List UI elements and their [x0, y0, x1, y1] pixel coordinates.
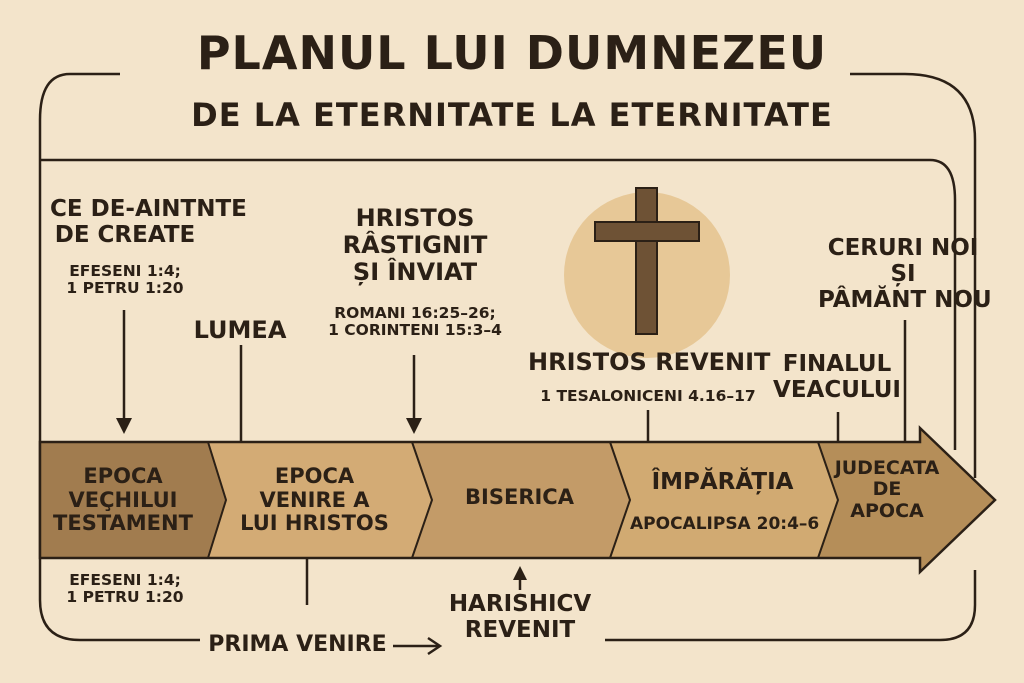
- segment-shape-5: [818, 428, 995, 572]
- segment-4-sub: APOCALIPSA 20:4–6: [630, 514, 820, 534]
- segment-2-label: EPOCA VENIRE A LUI HRISTOS: [240, 464, 389, 536]
- page-title: PLANUL LUI DUMNEZEU: [196, 26, 828, 80]
- segment-shape-3: [412, 442, 630, 558]
- segment-1-label: EPOCA VEÇHILUI TESTAMENT: [53, 464, 193, 536]
- arrowhead-crucified: [406, 418, 422, 434]
- second-coming-label: HARISHICV REVENIT: [448, 591, 592, 643]
- event-returned-label: HRISTOS REVENIT: [528, 348, 771, 376]
- bottom-refs: EFESENI 1:4; 1 PETRU 1:20: [66, 571, 184, 607]
- event-returned-refs: 1 TESALONICENI 4.16–17: [540, 387, 756, 405]
- event-end-of-age-label: FINALUL VEACULUI: [773, 351, 901, 403]
- event-crucified-refs: ROMANI 16:25–26; 1 CORINTENI 15:3–4: [328, 304, 502, 340]
- chevron-sep-2: [411, 441, 434, 559]
- segment-4-label: ÎMPĂRĂȚIA: [651, 469, 794, 495]
- outer-frame-right: [850, 72, 977, 478]
- segment-shape-4: [610, 442, 838, 558]
- outer-frame: [38, 72, 200, 642]
- chevron-sep-1: [207, 441, 228, 559]
- page-subtitle: DE LA ETERNITATE LA ETERNITATE: [191, 96, 833, 134]
- arrowhead-before-creation: [116, 418, 132, 434]
- event-world-label: LUMEA: [193, 316, 287, 344]
- segment-shape-1: [40, 442, 226, 558]
- outer-frame-bottom-right: [605, 570, 977, 642]
- band-outline: [38, 425, 997, 575]
- segment-3-label: BISERICA: [465, 485, 574, 509]
- chevron-sep-4: [817, 441, 840, 559]
- event-before-creation-label: CE DE-AINTNTE DE CREATE: [50, 196, 247, 248]
- segment-shape-2: [208, 442, 432, 558]
- event-crucified-label: HRISTOS RÂSTIGNIT ȘI ÎNVIAT: [342, 204, 488, 286]
- segment-5-label: JUDECATA DE APOCA: [834, 457, 940, 522]
- first-coming-arrowhead: [427, 636, 443, 656]
- event-new-heavens-label: CERURI NOI ȘI PÂMĂNT NOU: [818, 235, 992, 313]
- inner-top-line: [40, 158, 957, 450]
- arrowhead-second: [513, 566, 527, 580]
- chevron-sep-3: [609, 441, 632, 559]
- first-coming-label: PRIMA VENIRE: [208, 632, 387, 657]
- cross-icon: [594, 187, 700, 335]
- event-before-creation-refs: EFESENI 1:4; 1 PETRU 1:20: [66, 262, 184, 298]
